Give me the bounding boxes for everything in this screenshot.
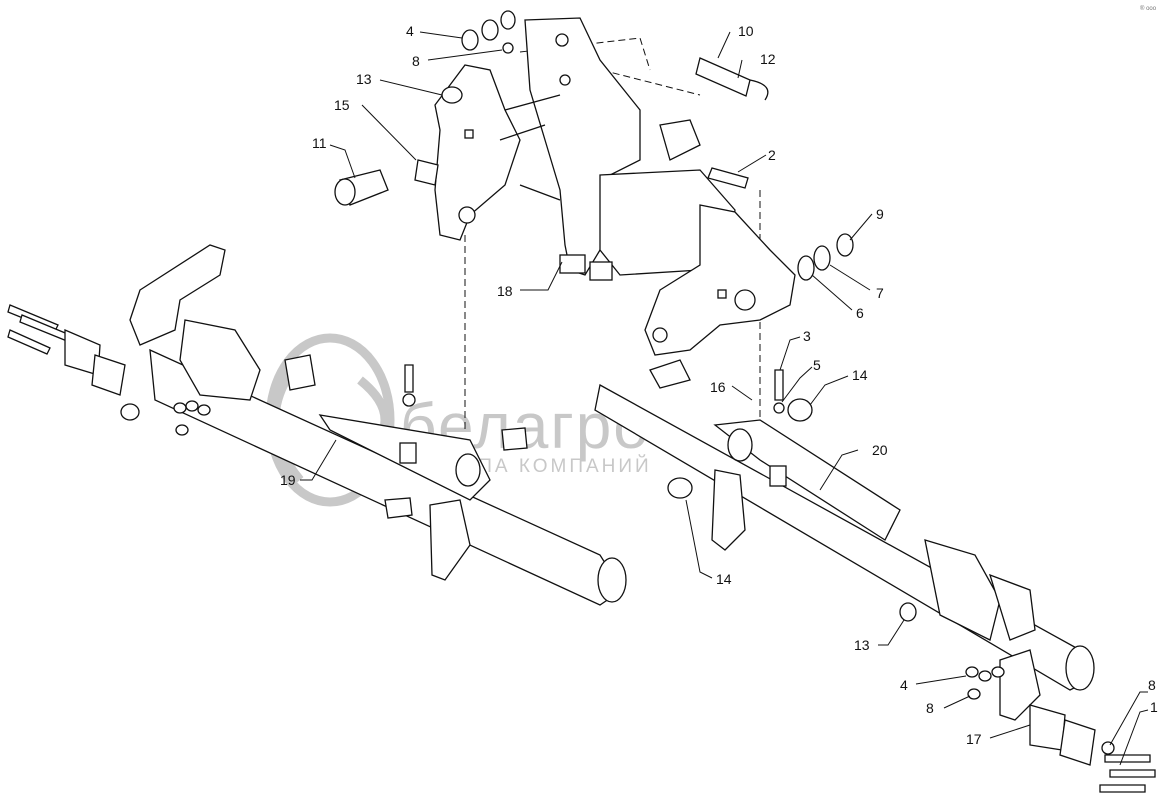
- left-bolt-group: [7, 304, 211, 436]
- callout-13-top: 13: [356, 71, 372, 87]
- callout-labels: 4 8 13 15 11 10 12 2 9 7 6 18 3 16 5 14 …: [280, 23, 1158, 747]
- right-bolt-group: [965, 649, 1156, 793]
- callout-1: 1: [1150, 699, 1158, 715]
- callout-4-top: 4: [406, 23, 414, 39]
- callout-15: 15: [334, 97, 350, 113]
- top-frame-18: [434, 17, 796, 356]
- left-beam-19: [129, 244, 627, 606]
- callout-16: 16: [710, 379, 726, 395]
- callout-13-bottom: 13: [854, 637, 870, 653]
- callout-14-bottom: 14: [716, 571, 732, 587]
- callout-8-right: 8: [1148, 677, 1156, 693]
- callout-6: 6: [856, 305, 864, 321]
- callout-10: 10: [738, 23, 754, 39]
- right-beam-20: [594, 359, 1095, 691]
- callout-12: 12: [760, 51, 776, 67]
- top-small-parts: [334, 10, 854, 281]
- callout-19: 19: [280, 472, 296, 488]
- callout-8-top: 8: [412, 53, 420, 69]
- callout-11: 11: [312, 135, 327, 151]
- callout-5: 5: [813, 357, 821, 373]
- callout-3: 3: [803, 328, 811, 344]
- callout-8-bottom: 8: [926, 700, 934, 716]
- callout-20: 20: [872, 442, 888, 458]
- leader-lines: [300, 31, 1149, 766]
- callout-18: 18: [497, 283, 513, 299]
- callout-2: 2: [768, 147, 776, 163]
- callout-7: 7: [876, 285, 884, 301]
- callout-9: 9: [876, 206, 884, 222]
- callout-14-right: 14: [852, 367, 868, 383]
- corner-mark: ® ooo: [1140, 5, 1157, 12]
- callout-17: 17: [966, 731, 982, 747]
- callout-4-bottom: 4: [900, 677, 908, 693]
